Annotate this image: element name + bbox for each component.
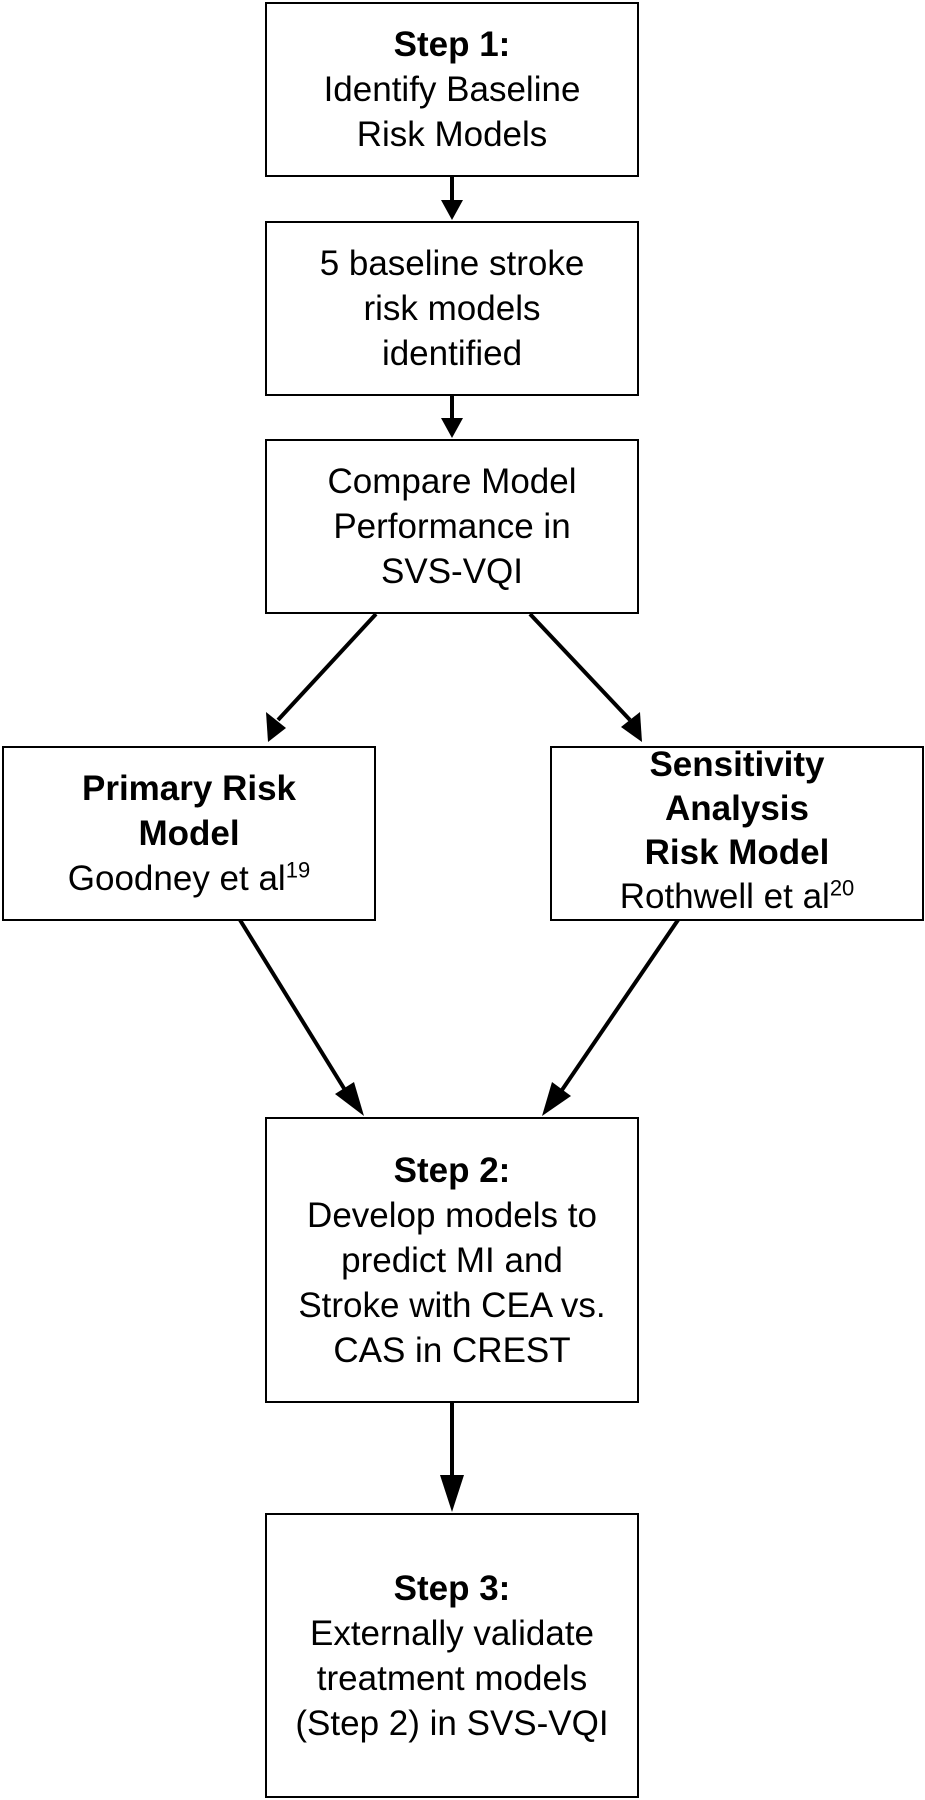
arrowhead-4 (621, 712, 642, 742)
baseline-models-box: 5 baseline stroke risk models identified (265, 221, 639, 396)
step3-heading: Step 3: (393, 1568, 511, 1608)
step1-heading: Step 1: (393, 25, 511, 64)
primary-heading-line: Primary Risk (81, 769, 297, 808)
sensitivity-risk-model-box: Sensitivity Analysis Risk Model Rothwell… (550, 745, 924, 921)
arrow-compare-to-sensitivity (528, 612, 632, 722)
arrow-primary-to-step2 (238, 918, 347, 1092)
arrowhead-3 (266, 712, 286, 742)
step2-line: predict MI and (341, 1240, 563, 1280)
compare-performance-box: Compare Model Performance in SVS-VQI (265, 439, 639, 614)
arrowhead-2 (441, 418, 463, 438)
step3-line: treatment models (316, 1658, 588, 1698)
compare-line: SVS-VQI (381, 552, 523, 591)
sensitivity-heading-line: Risk Model (644, 833, 830, 872)
step2-line: Stroke with CEA vs. (298, 1285, 606, 1325)
step3-box: Step 3: Externally validate treatment mo… (265, 1513, 639, 1798)
step2-line: Develop models to (307, 1195, 597, 1235)
sensitivity-heading-line: Analysis (665, 789, 809, 828)
step3-line: Externally validate (309, 1613, 595, 1653)
step1-line: Risk Models (356, 115, 548, 154)
primary-citation-text: Goodney et al (67, 859, 286, 898)
arrowhead-7 (440, 1475, 464, 1512)
primary-citation-ref: 19 (285, 857, 311, 883)
arrow-sensitivity-to-step2 (560, 918, 680, 1092)
step3-line: (Step 2) in SVS-VQI (295, 1703, 609, 1743)
sensitivity-heading-line: Sensitivity (649, 745, 825, 784)
sensitivity-citation-ref: 20 (829, 875, 855, 901)
primary-heading-line: Model (138, 814, 240, 853)
step1-line: Identify Baseline (323, 70, 581, 109)
step2-line: CAS in CREST (333, 1330, 571, 1370)
step2-box: Step 2: Develop models to predict MI and… (265, 1117, 639, 1403)
compare-line: Performance in (333, 507, 571, 546)
compare-line: Compare Model (327, 462, 577, 501)
arrow-compare-to-primary (276, 612, 378, 722)
baseline-line: identified (381, 334, 523, 373)
arrowhead-6 (542, 1082, 571, 1116)
primary-citation: Goodney et al19 (68, 856, 310, 901)
arrowhead-1 (441, 200, 463, 220)
primary-risk-model-box: Primary Risk Model Goodney et al19 (2, 746, 376, 921)
sensitivity-citation-text: Rothwell et al (619, 877, 830, 916)
baseline-line: risk models (363, 289, 541, 328)
arrowhead-5 (335, 1082, 364, 1116)
sensitivity-citation: Rothwell et al20 (620, 875, 855, 919)
baseline-line: 5 baseline stroke (319, 244, 585, 283)
step2-heading: Step 2: (393, 1150, 511, 1190)
step1-box: Step 1: Identify Baseline Risk Models (265, 2, 639, 177)
